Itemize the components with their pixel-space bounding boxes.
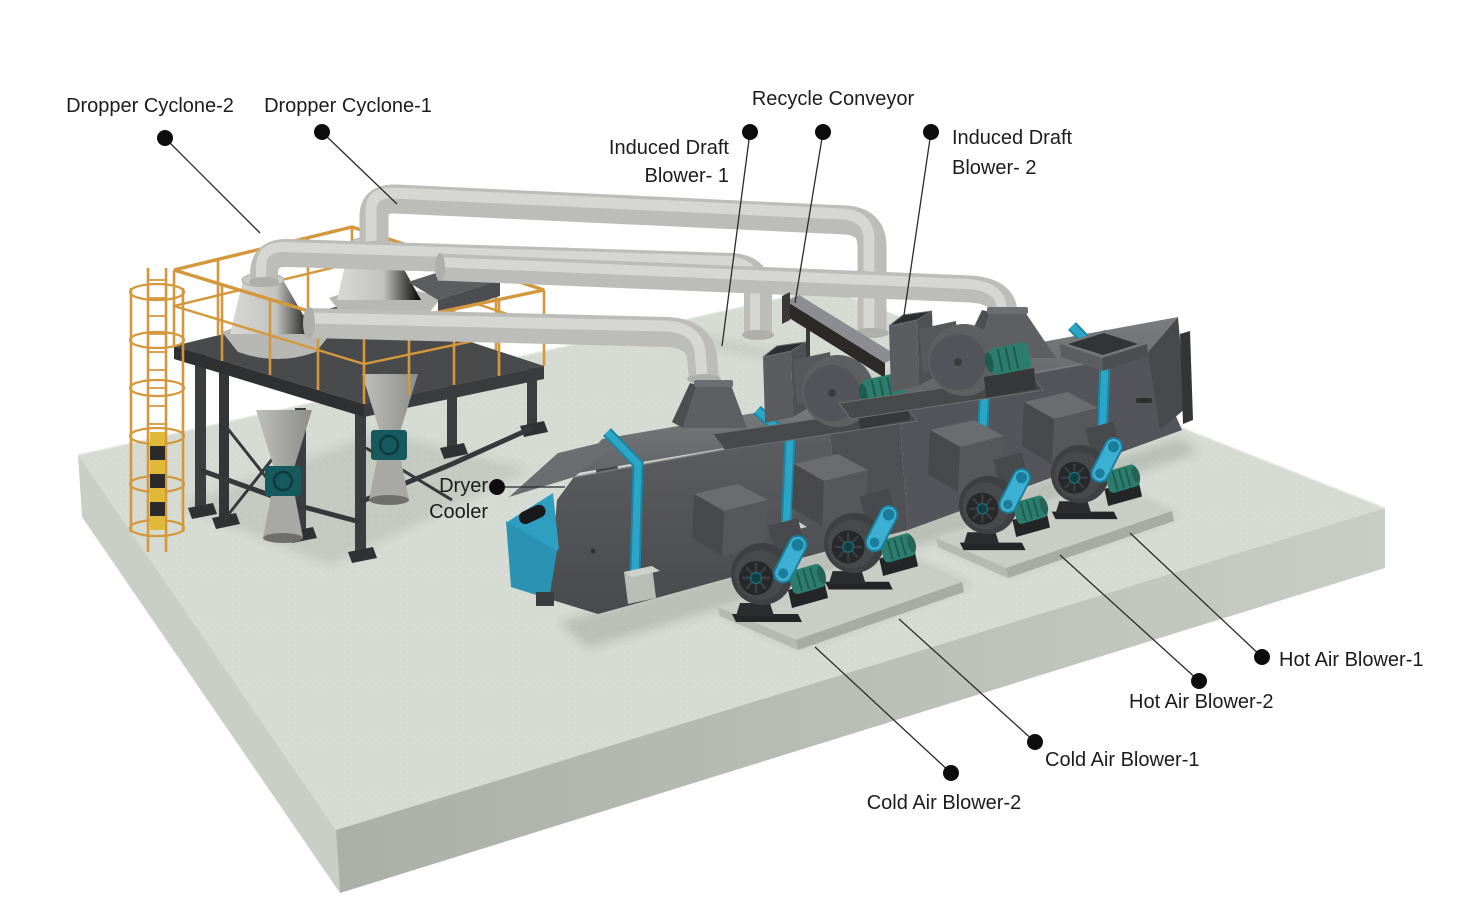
label-dropper-cyclone-1: Dropper Cyclone-1 (264, 95, 432, 117)
callout-dot (314, 124, 330, 140)
callout-dot (157, 130, 173, 146)
slab-front-face (336, 508, 1385, 893)
annotations: Dropper Cyclone-2 Dropper Cyclone-1 Recy… (66, 88, 1423, 814)
conveyor-leg-1 (806, 314, 810, 372)
conveyor-top-flange (786, 295, 898, 363)
leader-line (1129, 532, 1263, 658)
label-dropper-cyclone-2: Dropper Cyclone-2 (66, 95, 234, 117)
callout-dropper-cyclone-2: Dropper Cyclone-2 (66, 95, 261, 234)
deck-front-left-edge (174, 346, 364, 417)
leader-line (794, 131, 824, 304)
callout-dot (815, 124, 831, 140)
callout-hot-air-blower-2: Hot Air Blower-2 (1059, 554, 1274, 713)
callout-cold-air-blower-2: Cold Air Blower-2 (814, 646, 1022, 814)
cyclone-ducting (249, 184, 1018, 384)
callout-induced-draft-blower-1: Induced Draft Blower- 1 (609, 124, 758, 347)
callout-dropper-cyclone-1: Dropper Cyclone-1 (264, 95, 432, 205)
callout-dot (742, 124, 758, 140)
label-hot-air-blower-2: Hot Air Blower-2 (1129, 691, 1274, 713)
callout-hot-air-blower-1: Hot Air Blower-1 (1129, 532, 1424, 671)
callout-dot (943, 765, 959, 781)
label-dryer-cooler-line1: Dryer (439, 475, 488, 497)
callout-dot (923, 124, 939, 140)
access-ladder-cage (128, 268, 186, 552)
platform-legs (188, 352, 548, 563)
end-vent-slot (1136, 398, 1152, 403)
callout-dot (1254, 649, 1270, 665)
front-face-bolt (590, 548, 596, 554)
top-tray (1060, 330, 1148, 371)
callout-recycle-conveyor: Recycle Conveyor (752, 88, 915, 304)
leader-line (1059, 554, 1200, 682)
leader-line (721, 131, 751, 347)
inlet-funnel-left (672, 380, 747, 428)
callout-dot (1027, 734, 1043, 750)
cyclone-2-hopper (256, 410, 312, 543)
leader-line (898, 618, 1036, 743)
pipe-dryer-inlet (303, 307, 721, 384)
callout-dryer-cooler: Dryer Cooler (429, 475, 565, 523)
leader-line (321, 131, 398, 205)
callout-dot (489, 479, 505, 495)
label-hot-air-blower-1: Hot Air Blower-1 (1279, 649, 1424, 671)
label-induced-draft-blower-1-line2: Blower- 1 (645, 165, 729, 187)
cyclone-1-hopper (362, 374, 418, 505)
label-cold-air-blower-2: Cold Air Blower-2 (867, 792, 1022, 814)
front-foot (536, 592, 554, 606)
strap-footing-1 (624, 566, 660, 604)
leader-line (814, 646, 952, 774)
label-cold-air-blower-1: Cold Air Blower-1 (1045, 749, 1200, 771)
conveyor-end-plate (782, 292, 790, 324)
conveyor-web (786, 301, 885, 378)
deck-front-right-edge (364, 366, 544, 417)
callout-cold-air-blower-1: Cold Air Blower-1 (898, 618, 1200, 771)
panel-teal-side (506, 521, 557, 599)
label-induced-draft-blower-2-line2: Blower- 2 (952, 157, 1036, 179)
label-induced-draft-blower-1-line1: Induced Draft (609, 137, 730, 159)
slab-left-face (78, 455, 340, 893)
leader-line (164, 137, 261, 234)
dryer-front-hood (506, 437, 625, 606)
leader-line (902, 131, 932, 323)
label-recycle-conveyor: Recycle Conveyor (752, 88, 915, 110)
dryer-end-fin (1180, 331, 1193, 424)
label-dryer-cooler-line2: Cooler (429, 501, 488, 523)
callout-induced-draft-blower-2: Induced Draft Blower- 2 (902, 124, 1073, 323)
dryer-end-face (1148, 317, 1186, 430)
inspection-slot (518, 504, 546, 525)
callout-dot (1191, 673, 1207, 689)
label-induced-draft-blower-2-line1: Induced Draft (952, 127, 1073, 149)
hazard-stripes (150, 432, 165, 530)
